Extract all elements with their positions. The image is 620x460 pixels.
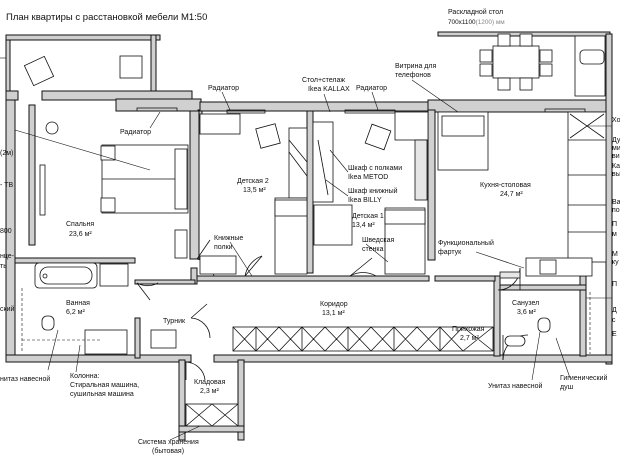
right-edge-labels: Хо Ду ми ви Ка вы Ва по П м М ку П Д с Е bbox=[612, 117, 620, 338]
room-bath: Ванная bbox=[66, 300, 90, 307]
room-kitchen: Кухня-столовая bbox=[480, 182, 531, 189]
corridor-wardrobes bbox=[150, 326, 494, 352]
room-wc: Санузел bbox=[512, 300, 539, 307]
label-showcase-2: телефонов bbox=[395, 72, 431, 79]
label-bookshelves-2: полки bbox=[214, 244, 233, 251]
right-label-15: Е bbox=[612, 331, 617, 338]
right-label-4: Ка bbox=[612, 163, 620, 170]
label-toilet-wc: Унитаз навесной bbox=[488, 382, 543, 390]
label-hygienic: Гигиенический bbox=[560, 374, 607, 382]
label-column-3: сушильная машина bbox=[70, 391, 134, 398]
bedroom-furniture bbox=[39, 121, 189, 259]
labels: Раскладной стол 700x1100(1200) мм Радиат… bbox=[0, 8, 607, 455]
label-hygienic-2: душ bbox=[560, 384, 574, 391]
label-system-2: (бытовая) bbox=[152, 447, 184, 455]
balcony-furniture bbox=[0, 55, 143, 87]
radiators bbox=[136, 107, 586, 114]
room-hall-area: 2,7 м² bbox=[460, 335, 479, 342]
right-label-6: Ва bbox=[612, 199, 620, 206]
room-child1: Детская 1 bbox=[352, 213, 384, 220]
label-column-2: Стиральная машина, bbox=[70, 382, 139, 389]
room-child2-area: 13,5 м² bbox=[243, 187, 266, 194]
label-left-800: 800 bbox=[0, 228, 12, 235]
label-shelf: Шкаф с полками bbox=[348, 165, 402, 172]
label-left-s1: нце- bbox=[0, 253, 15, 260]
right-label-1: Ду bbox=[612, 137, 620, 144]
room-labels: Спальня 23,6 м² Детская 2 13,5 м² Детска… bbox=[66, 178, 539, 395]
storage-shelves bbox=[185, 403, 239, 427]
label-bar: Турник bbox=[163, 318, 186, 325]
label-apron-2: фартук bbox=[438, 249, 462, 256]
room-corridor: Коридор bbox=[320, 301, 348, 308]
label-system: Система хранения bbox=[138, 439, 199, 446]
room-storage-area: 2,3 м² bbox=[200, 388, 219, 395]
label-swedish: Шведская bbox=[362, 237, 394, 244]
child2-furniture bbox=[199, 113, 308, 275]
label-apron: Функциональный bbox=[438, 239, 494, 247]
right-label-12: П bbox=[612, 281, 617, 288]
label-desk-model: Ikea KALLAX bbox=[308, 86, 350, 93]
room-child2: Детская 2 bbox=[237, 178, 269, 185]
label-desk: Стол+стелаж bbox=[302, 77, 345, 84]
label-left-s3: ский bbox=[0, 305, 14, 313]
right-label-11: ку bbox=[612, 259, 619, 266]
right-label-5: вы bbox=[612, 171, 620, 178]
room-child1-area: 13,4 м² bbox=[352, 222, 375, 229]
right-label-9: м bbox=[612, 231, 617, 238]
label-radiator-bedroom: Радиатор bbox=[120, 129, 151, 136]
label-shelf-model: Ikea METOD bbox=[348, 174, 388, 181]
room-bedroom-area: 23,6 м² bbox=[69, 231, 92, 238]
label-table-size: 700x1100(1200) мм bbox=[448, 19, 505, 26]
label-left-m2: (2м) bbox=[0, 150, 13, 157]
right-label-14: с bbox=[612, 317, 616, 324]
right-label-13: Д bbox=[612, 307, 617, 314]
bathroom-fixtures bbox=[21, 262, 129, 355]
label-left-tv: - ТВ bbox=[0, 182, 14, 189]
right-label-8: П bbox=[612, 221, 617, 228]
child1-furniture bbox=[312, 111, 429, 275]
kitchen-furniture bbox=[437, 33, 607, 279]
right-label-7: по bbox=[612, 207, 620, 214]
room-bath-area: 6,2 м² bbox=[66, 309, 85, 316]
room-storage: Кладовая bbox=[194, 379, 226, 386]
label-swedish-2: стенка bbox=[362, 246, 384, 253]
label-bookcase: Шкаф книжный bbox=[348, 187, 398, 195]
room-wc-area: 3,6 м² bbox=[517, 309, 536, 316]
room-corridor-area: 13,1 м² bbox=[322, 310, 345, 317]
wc-fixtures bbox=[504, 292, 591, 354]
label-column: Колонна: bbox=[70, 373, 99, 380]
leader-lines bbox=[14, 79, 612, 441]
label-left-s4: нитаз навесной bbox=[0, 375, 50, 383]
plan-title: План квартиры с расстановкой мебели М1:5… bbox=[6, 12, 207, 23]
right-label-0: Хо bbox=[612, 117, 620, 124]
label-showcase: Витрина для bbox=[395, 63, 436, 70]
label-bookcase-model: Ikea BILLY bbox=[348, 197, 382, 204]
label-bookshelves: Книжные bbox=[214, 235, 243, 242]
room-bedroom: Спальня bbox=[66, 221, 94, 228]
right-label-3: ви bbox=[612, 153, 620, 160]
label-radiator-child2: Радиатор bbox=[208, 85, 239, 92]
walls bbox=[5, 31, 613, 441]
label-radiator-child1: Радиатор bbox=[356, 85, 387, 92]
right-label-10: М bbox=[612, 251, 618, 258]
label-table: Раскладной стол bbox=[448, 8, 503, 16]
right-label-2: ми bbox=[612, 145, 620, 152]
label-left-s2: ть bbox=[0, 263, 7, 270]
room-kitchen-area: 24,7 м² bbox=[500, 191, 523, 198]
room-hall: Прихожая bbox=[452, 326, 485, 333]
